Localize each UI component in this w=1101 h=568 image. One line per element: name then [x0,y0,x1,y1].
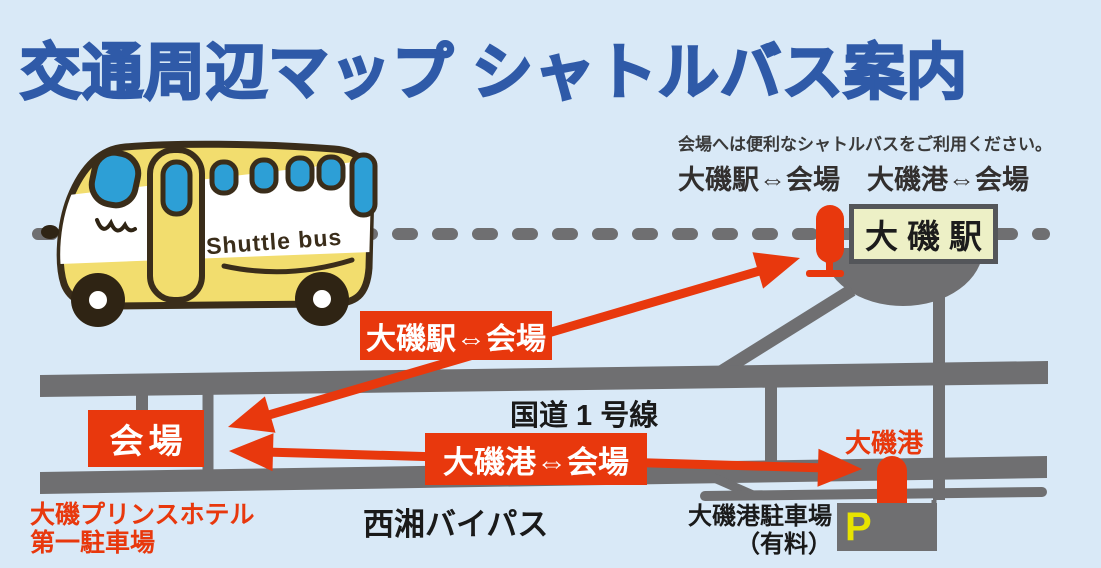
routes-summary-text: 大磯駅⇔会場 大磯港⇔会場 [678,165,1029,195]
bus-window [316,154,346,191]
station-box: 大磯駅 [849,204,998,264]
bus-rear-window [349,152,378,218]
hotel-parking-line1: 大磯プリンスホテル [30,501,255,529]
coastal-road [700,487,1047,501]
bus-window [285,155,315,192]
station-name: 大磯駅 [865,218,991,255]
bus-door-window [160,159,193,217]
shuttle-notice-text: 会場へは便利なシャトルバスをご利用ください。 [678,135,1052,154]
bus-front-window [88,149,142,209]
venue-box: 会場 [88,410,204,467]
port-route-text: 大磯港⇔会場 [443,444,629,480]
parking-sign: P [837,503,937,551]
port-name-label: 大磯港 [845,428,924,458]
port-route-label: 大磯港⇔会場 [425,433,647,485]
station-route-text: 大磯駅⇔会場 [366,322,546,356]
station-access-road [704,284,856,386]
port-parking-line2: （有料） [736,530,832,558]
route1-road [40,361,1048,397]
parking-p-icon: P [845,505,872,549]
station-route-label: 大磯駅⇔会場 [360,311,552,360]
bus-window [249,157,279,194]
port-parking-label: 大磯港駐車場 （有料） [650,503,832,558]
port-parking-line1: 大磯港駐車場 [688,503,832,530]
venue-name: 会場 [109,423,188,461]
bus-wheel-hub [89,291,107,309]
hotel-parking-line2: 第一駐車場 [30,529,156,557]
bus-wheel-hub [313,290,331,308]
page-title: 交通周辺マップ シャトルバス案内 [19,37,968,108]
bus-headlight [41,225,59,239]
hotel-parking-label: 大磯プリンスホテル 第一駐車場 [30,501,255,557]
bus-face-mark [95,218,137,233]
bus-illustration [41,140,378,327]
bypass-road-label: 西湘バイパス [363,507,549,542]
station-bus-stop-icon [806,205,844,277]
route1-road-label: 国道 1 号線 [510,400,659,432]
bus-window [209,159,239,196]
bus-underline [221,257,355,275]
